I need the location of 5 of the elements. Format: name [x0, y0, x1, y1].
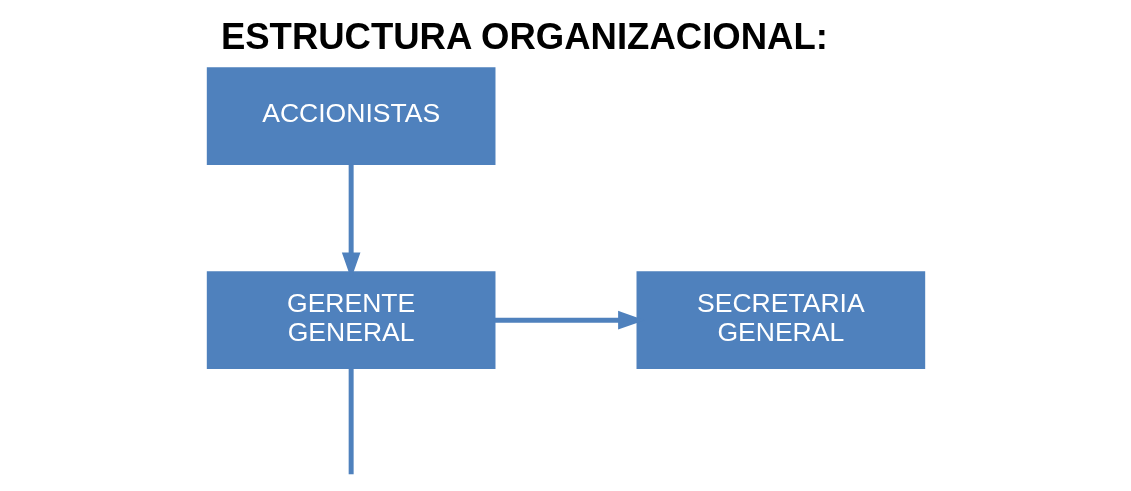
diagram-title: ESTRUCTURA ORGANIZACIONAL:: [220, 16, 828, 58]
node-box: GERENTE GENERAL: [206, 271, 495, 370]
node-box: SECRETARIA GENERAL: [636, 271, 925, 370]
node-box: ACCIONISTAS: [206, 67, 495, 166]
connector: [348, 368, 354, 475]
